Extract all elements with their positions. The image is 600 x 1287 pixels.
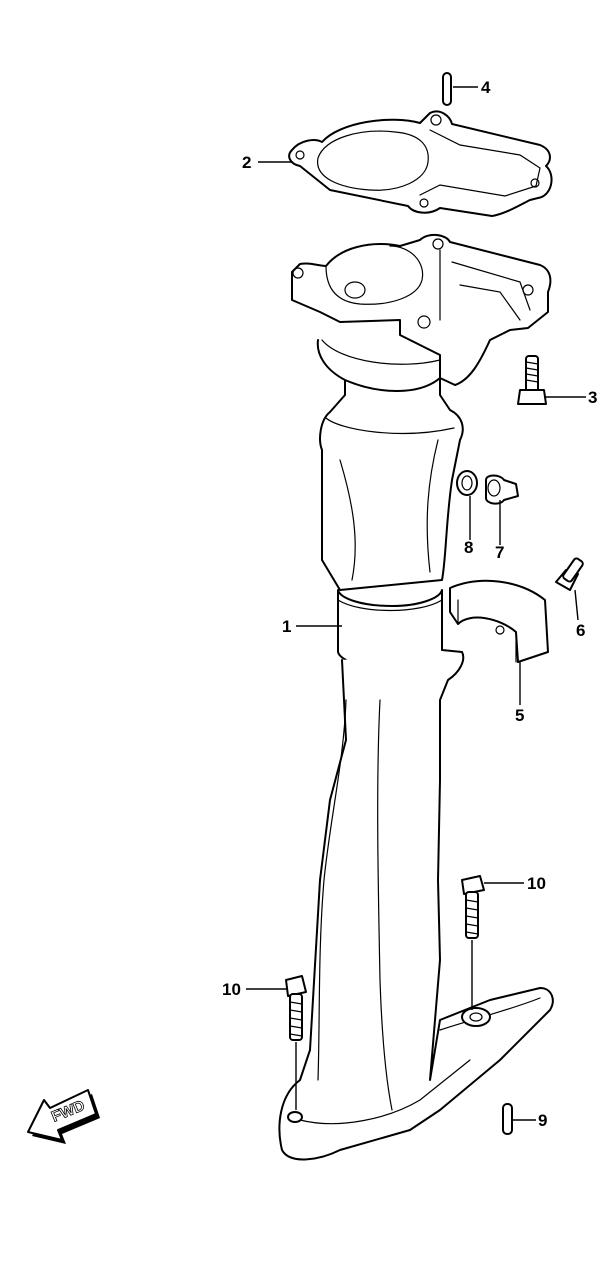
washer-8: [456, 470, 478, 496]
dowel-pin-4: [442, 72, 452, 106]
plug-7: [485, 474, 519, 505]
bolt-6: [555, 557, 584, 591]
callout-2: 2: [242, 153, 251, 172]
callout-8: 8: [464, 538, 473, 557]
bolt-10-lower: [285, 975, 307, 1041]
leader-lines: [246, 86, 586, 1121]
bolt-10-upper: [461, 875, 485, 939]
callout-6: 6: [576, 621, 585, 640]
cover-5: [449, 579, 549, 663]
callout-3: 3: [588, 388, 597, 407]
bolt-3: [517, 355, 547, 405]
callout-1: 1: [282, 617, 291, 636]
callout-10-lower: 10: [222, 980, 241, 999]
callout-10-upper: 10: [527, 874, 546, 893]
gasket-2: [288, 110, 553, 217]
dowel-pin-9: [502, 1103, 513, 1135]
callout-5: 5: [515, 706, 524, 725]
callout-4: 4: [481, 78, 491, 97]
callout-7: 7: [495, 543, 504, 562]
fwd-arrow-icon: FWD: [27, 1089, 100, 1144]
callout-9: 9: [538, 1111, 547, 1130]
drive-shaft-housing-1: [278, 234, 554, 1161]
